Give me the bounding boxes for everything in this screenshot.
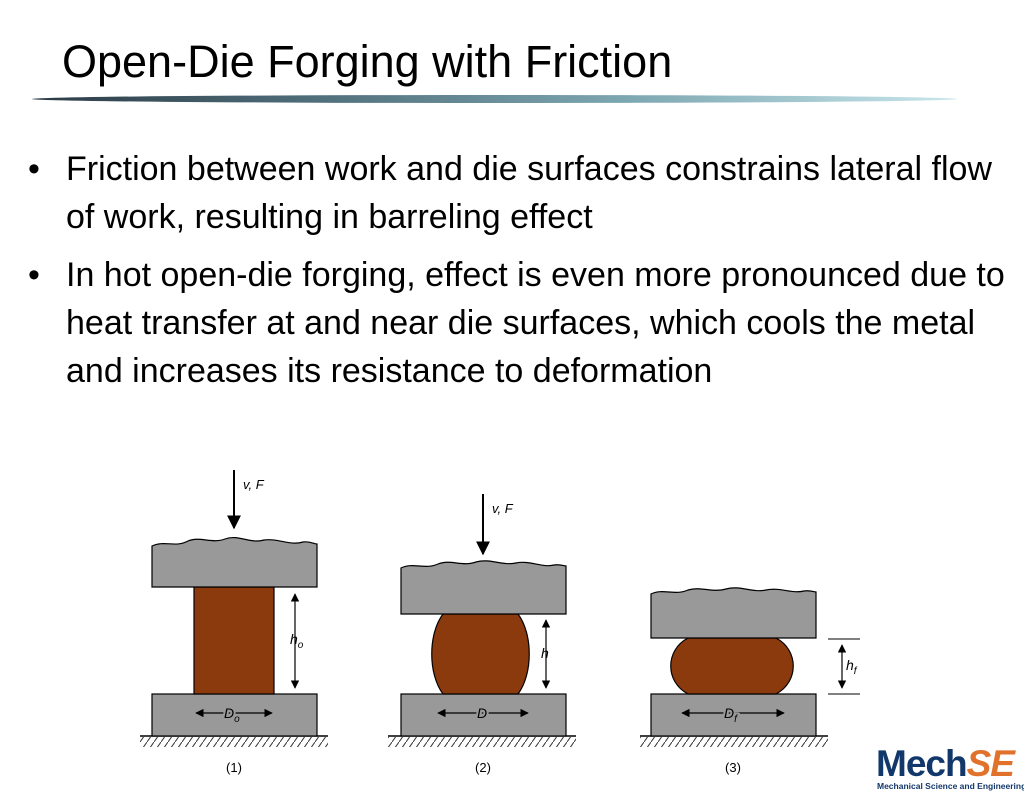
stage-3: hf Df (3)	[640, 587, 860, 775]
ground-hatch	[388, 737, 576, 747]
ground-hatch	[140, 737, 328, 747]
ground-hatch	[640, 737, 828, 747]
diameter-label: D	[477, 705, 487, 721]
force-label: v, F	[243, 477, 265, 492]
stage-caption: (1)	[226, 760, 242, 775]
stage-1: v, F ho Do (1)	[140, 470, 328, 775]
logo-wordmark: MechSE	[876, 743, 1015, 784]
stage-caption: (3)	[725, 760, 741, 775]
top-die	[400, 560, 567, 615]
bullet-item: • Friction between work and die surfaces…	[28, 145, 1013, 241]
title-underline	[32, 95, 957, 103]
logo-se: SE	[966, 743, 1015, 784]
logo-subtitle: Mechanical Science and Engineering	[877, 781, 1024, 791]
workpiece	[670, 637, 794, 695]
bullet-list: • Friction between work and die surfaces…	[28, 145, 1013, 405]
stage-2: v, F h D (2)	[388, 494, 576, 775]
mechse-logo: MechSE Mechanical Science and Engineerin…	[876, 743, 1024, 791]
force-label: v, F	[492, 501, 514, 516]
diameter-label: Df	[724, 705, 738, 725]
logo-mech: Mech	[876, 743, 968, 784]
workpiece	[193, 586, 275, 695]
top-die	[151, 537, 318, 588]
stage-caption: (2)	[475, 760, 491, 775]
bullet-glyph: •	[28, 150, 40, 188]
bullet-glyph: •	[28, 256, 40, 294]
slide-title: Open-Die Forging with Friction	[62, 36, 673, 87]
top-die	[650, 587, 817, 639]
forging-diagram: v, F ho Do (1) v, F h D (2) hf Df (3)	[140, 470, 860, 775]
bullet-item: • In hot open-die forging, effect is eve…	[28, 251, 1013, 395]
height-label: h	[541, 645, 549, 661]
height-label: hf	[846, 657, 858, 677]
height-label: ho	[290, 631, 304, 651]
bullet-text: In hot open-die forging, effect is even …	[66, 256, 1005, 390]
workpiece	[431, 613, 530, 695]
bullet-text: Friction between work and die surfaces c…	[66, 150, 992, 236]
diameter-label: Do	[224, 705, 240, 725]
